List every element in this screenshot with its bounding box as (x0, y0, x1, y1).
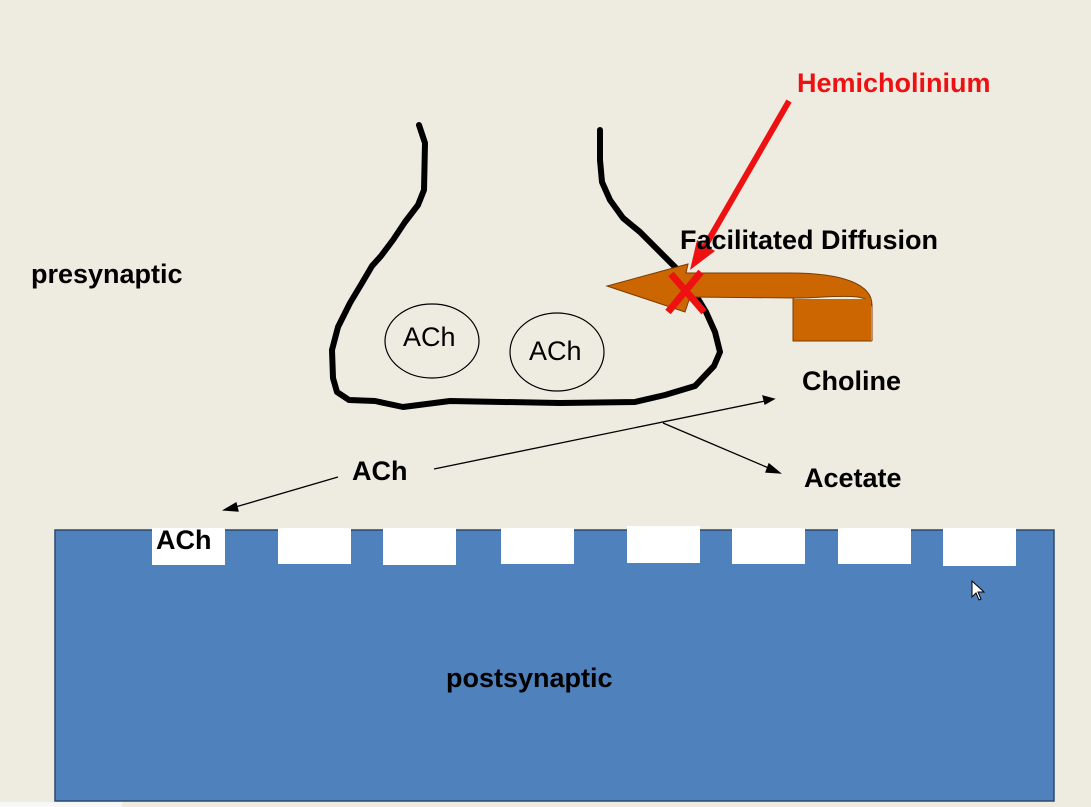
choline-reuptake-arrow (605, 263, 873, 341)
receptor-site-4 (501, 528, 574, 564)
receptor-site-5 (627, 526, 700, 563)
choline-label: Choline (802, 366, 901, 396)
presynaptic-label: presynaptic (31, 259, 183, 289)
receptor-site-6 (732, 528, 805, 564)
split-to-acetate-arrow (662, 422, 772, 470)
ach-receptor-label: ACh (156, 525, 212, 555)
receptor-sites (152, 526, 1016, 566)
receptor-site-3 (383, 528, 456, 565)
receptor-site-2 (278, 528, 351, 564)
bottom-strip (0, 802, 122, 807)
vesicle-2 (509, 312, 605, 392)
vesicle-1 (384, 303, 480, 379)
acetate-label: Acetate (804, 463, 902, 493)
presynaptic-terminal (329, 122, 723, 410)
block-x-mark (665, 269, 707, 315)
reaction-arrows (221, 395, 782, 512)
hemicholinium-label: Hemicholinium (797, 68, 991, 98)
ach-to-receptor-arrow (231, 476, 339, 509)
receptor-site-8 (943, 528, 1016, 566)
receptor-site-7 (838, 528, 911, 564)
receptor-site-1 (152, 528, 225, 565)
ach-to-choline-arrow (433, 400, 766, 470)
vesicle-1-label: ACh (403, 322, 456, 352)
ach-cleft-label: ACh (352, 456, 408, 486)
postsynaptic-membrane (54, 529, 1055, 802)
facilitated-diffusion-label: Facilitated Diffusion (680, 225, 939, 255)
postsynaptic-label: postsynaptic (446, 663, 613, 693)
hemicholinium-arrow (690, 99, 792, 270)
vesicle-2-label: ACh (529, 336, 582, 366)
